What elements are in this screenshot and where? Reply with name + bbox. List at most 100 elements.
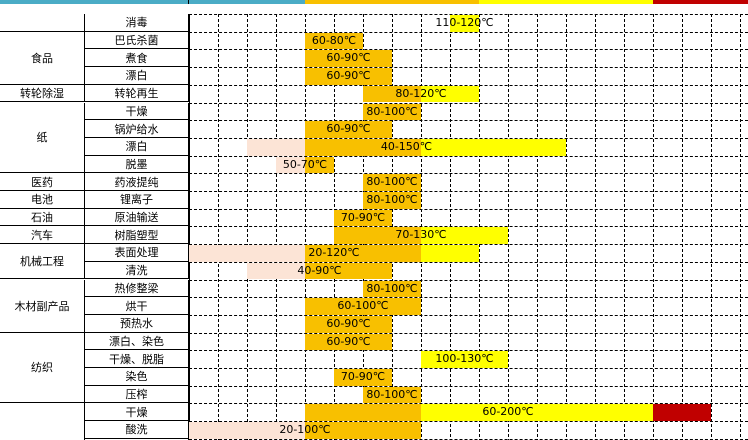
grid-line-horizontal	[189, 314, 748, 316]
range-label: 60-100℃	[337, 299, 389, 313]
range-label: 80-100℃	[366, 104, 418, 118]
process-cell: 酸洗	[85, 421, 189, 439]
process-cell: 干燥	[85, 403, 189, 422]
range-label: 70-90℃	[340, 370, 386, 383]
process-cell: 染色	[85, 368, 189, 386]
category-cell: 转轮除湿	[0, 84, 85, 103]
range-bar	[247, 262, 305, 280]
grid-line-horizontal	[189, 155, 748, 157]
grid-line-horizontal	[189, 279, 748, 281]
range-bar	[421, 351, 508, 368]
range-bar	[305, 315, 392, 333]
process-cell: 锂离子	[85, 191, 189, 209]
range-bar	[305, 422, 421, 439]
grid-line-horizontal	[189, 438, 748, 440]
process-cell: 消毒	[85, 14, 189, 32]
range-label: 40-90℃	[297, 263, 342, 277]
range-bar	[305, 156, 334, 174]
range-bar	[247, 138, 305, 156]
axis-header-band	[653, 0, 748, 4]
process-cell: 煮食	[85, 49, 189, 68]
range-bar	[305, 333, 392, 351]
plot-left-border	[189, 14, 190, 440]
grid-line-horizontal	[189, 244, 748, 246]
axis-tick-label: 160°C	[585, 0, 625, 3]
grid-line-horizontal	[189, 137, 748, 139]
process-cell: 表面处理	[85, 244, 189, 262]
category-cell: 机械工程	[0, 244, 85, 280]
grid-line-horizontal	[189, 403, 748, 405]
range-bar	[189, 422, 305, 439]
axis-tick-label: 200°C	[701, 0, 741, 3]
range-bar	[421, 85, 479, 103]
process-cell: 原油输送	[85, 208, 189, 227]
range-label: 70-130℃	[395, 228, 447, 242]
axis-tick-label: 60°C	[295, 0, 335, 3]
range-label: 60-90℃	[326, 69, 371, 83]
process-cell: 漂白	[85, 67, 189, 85]
axis-tick-label: 80°C	[353, 0, 393, 3]
grid-line-horizontal	[189, 421, 748, 423]
range-bar	[334, 227, 421, 245]
axis-tick-label: 140°C	[527, 0, 567, 3]
process-cell: 药液提纯	[85, 173, 189, 191]
grid-line-horizontal	[189, 173, 748, 175]
category-cell: 医药	[0, 173, 85, 191]
range-bar	[450, 15, 479, 32]
process-cell: 漂白、染色	[85, 332, 189, 351]
range-bar	[363, 386, 421, 404]
range-label: 60-200℃	[482, 405, 534, 419]
range-bar	[363, 192, 421, 209]
grid-line-horizontal	[189, 49, 748, 51]
process-cell: 漂白	[85, 137, 189, 156]
process-cell: 预热水	[85, 314, 189, 333]
range-label: 80-100℃	[366, 387, 418, 401]
range-bar	[334, 369, 392, 386]
range-label: 110-120℃	[435, 16, 494, 29]
category-cell: 纸	[0, 102, 85, 174]
grid-line-horizontal	[189, 67, 748, 69]
category-cell	[0, 14, 85, 32]
axis-tick-label: 180°C	[643, 0, 683, 3]
grid-line-horizontal	[189, 226, 748, 228]
grid-line-horizontal	[189, 350, 748, 352]
grid-line-horizontal	[189, 120, 748, 122]
grid-line-horizontal	[189, 385, 748, 387]
category-cell: 木材副产品	[0, 279, 85, 333]
process-cell: 树脂塑型	[85, 226, 189, 245]
axis-tick-label: 100°C	[411, 0, 451, 3]
range-label: 50-70℃	[282, 157, 328, 171]
range-label: 60-90℃	[326, 316, 371, 330]
range-bar	[305, 50, 392, 68]
header-band	[0, 0, 189, 4]
range-label: 80-100℃	[366, 281, 418, 295]
process-cell: 锅炉给水	[85, 120, 189, 138]
axis-header-band	[305, 0, 421, 4]
range-bar	[363, 85, 421, 103]
range-bar	[305, 138, 421, 156]
range-label: 60-90℃	[326, 51, 371, 65]
range-bar	[305, 121, 392, 138]
range-label: 20-120℃	[308, 246, 360, 260]
process-cell: 清洗	[85, 261, 189, 280]
range-label: 70-90℃	[340, 210, 386, 224]
grid-line-horizontal	[189, 191, 748, 192]
process-cell: 转轮再生	[85, 84, 189, 103]
range-label: 60-90℃	[326, 334, 371, 348]
grid-line-horizontal	[189, 31, 748, 33]
range-bar	[305, 262, 392, 280]
process-cell: 干燥、脱脂	[85, 350, 189, 368]
grid-line-horizontal	[189, 14, 748, 15]
axis-tick-label: 40°C	[237, 0, 277, 3]
grid-line-horizontal	[189, 84, 748, 86]
axis-header-band	[421, 0, 479, 4]
range-bar	[189, 245, 305, 262]
process-cell: 脱脂	[85, 438, 189, 440]
range-bar	[653, 404, 711, 422]
category-cell: 汽车	[0, 226, 85, 245]
range-label: 60-80℃	[311, 33, 357, 47]
range-label: 40-150℃	[380, 139, 433, 153]
process-cell: 干燥	[85, 102, 189, 121]
range-label: 80-100℃	[366, 175, 418, 189]
